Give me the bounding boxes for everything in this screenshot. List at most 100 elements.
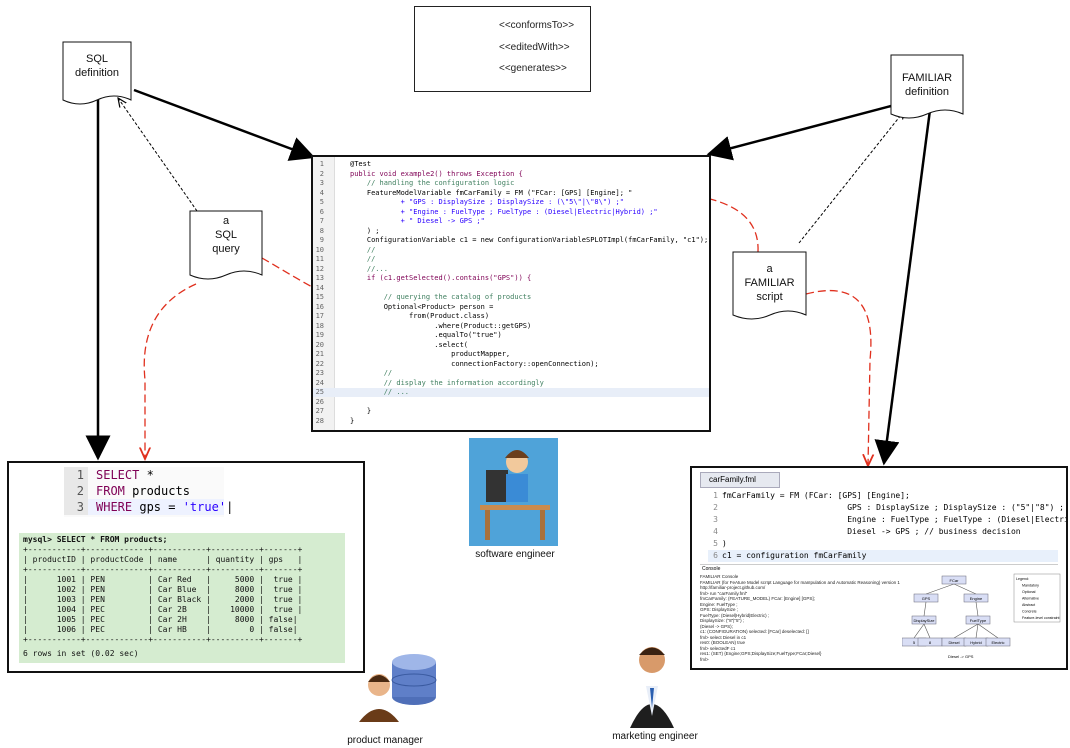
code-line: 4 FeatureModelVariable fmCarFamily = FM … bbox=[319, 188, 633, 197]
sql-query-label: a SQL query bbox=[212, 215, 240, 255]
doc-familiar-script bbox=[732, 251, 807, 320]
tree-legend-item: Mandatory bbox=[1022, 584, 1039, 588]
code-line: 28} bbox=[315, 416, 355, 425]
code-line: 7 + " Diesel -> GPS ;" bbox=[319, 217, 485, 225]
console-line: res1: (SET) {Engine;GPS;DisplaySize;Fuel… bbox=[700, 651, 822, 656]
console-line: FAMILIAR Console bbox=[700, 574, 739, 579]
tree-edge bbox=[923, 623, 931, 639]
tree-legend-item: Alternative bbox=[1022, 597, 1039, 601]
tree-edge bbox=[953, 583, 977, 595]
tree-edge bbox=[913, 623, 925, 639]
legend-editedWith-label: <<editedWith>> bbox=[499, 42, 570, 53]
code-line: 16 Optional<Product> person = bbox=[315, 302, 494, 311]
tree-constraint: Diesel -> GPS bbox=[948, 654, 974, 659]
console-line: (Diesel -> GPS); bbox=[700, 623, 733, 629]
tree-legend-item: Abstract bbox=[1022, 603, 1035, 607]
console-line: fml> select Diesel in c1 bbox=[700, 634, 747, 640]
console-line: Engine: FuelType ; bbox=[700, 601, 738, 607]
tab-carfamily-fml[interactable]: carFamily.fml bbox=[700, 472, 780, 488]
tree-node-label: 5 bbox=[913, 640, 916, 645]
mysql-row: | 1002 | PEN | Car Blue | 8000 | true | bbox=[23, 585, 303, 594]
mysql-prompt: mysql> SELECT * FROM products; bbox=[23, 535, 168, 544]
legend-generates-label: <<generates>> bbox=[499, 63, 567, 74]
code-line: 1@Test bbox=[319, 160, 372, 168]
tree-legend-item: Feature-level constraint bbox=[1022, 616, 1060, 620]
code-line: 19 .equalTo("true") bbox=[315, 331, 502, 339]
code-line: 3 // handling the configuration logic bbox=[319, 179, 515, 187]
tree-node-label: Engine bbox=[970, 596, 983, 601]
tree-edge bbox=[923, 601, 927, 617]
familiar-script-label: a FAMILIAR script bbox=[744, 263, 795, 303]
doc-sql-query bbox=[189, 210, 263, 280]
tree-node bbox=[941, 575, 967, 585]
console-tab[interactable]: Console bbox=[702, 566, 721, 572]
mysql-row: | 1001 | PEN | Car Red | 5000 | true | bbox=[23, 575, 303, 584]
code-line: 23 // bbox=[315, 369, 393, 377]
editor-gutter bbox=[313, 157, 335, 430]
tree-node bbox=[963, 593, 989, 603]
console-line: fmCarFamily: (FEATURE_MODEL) FCar: [Engi… bbox=[700, 596, 815, 601]
code-line: 25 // ... bbox=[313, 388, 709, 397]
arrow-famdef-to-code bbox=[706, 104, 892, 161]
fml-line: 5) bbox=[713, 539, 727, 548]
mysql-border: +-----------+-------------+-----------+-… bbox=[23, 565, 303, 574]
code-line: 21 productMapper, bbox=[315, 350, 511, 358]
tree-legend-item: Legend: bbox=[1016, 577, 1029, 581]
mysql-row: | 1006 | PEC | Car HB | 0 | false| bbox=[23, 625, 298, 634]
arrow-famscript-conforms bbox=[798, 110, 905, 244]
mysql-border: +-----------+-------------+-----------+-… bbox=[23, 545, 303, 554]
code-line: 5 + "GPS : DisplaySize ; DisplaySize : (… bbox=[319, 198, 624, 206]
code-line: 18 .where(Product::getGPS) bbox=[315, 321, 532, 330]
console-line: fml> bbox=[700, 656, 709, 662]
legend-conformsTo-label: <<conformsTo>> bbox=[499, 20, 575, 31]
code-line: 22 connectionFactory::openConnection); bbox=[315, 359, 599, 368]
console-line: fml> selectedF c1 bbox=[700, 645, 736, 651]
console-line: fml> run "carFamily.fml" bbox=[700, 590, 748, 596]
product-manager-caption: product manager bbox=[347, 735, 423, 746]
mysql-result-count: 6 rows in set (0.02 sec) bbox=[23, 649, 139, 658]
console-line: GPS: DisplaySize ; bbox=[700, 607, 739, 612]
mysql-header: | productID | productCode | name | quant… bbox=[23, 555, 303, 564]
code-line: 9 ConfigurationVariable c1 = new Configu… bbox=[319, 236, 709, 244]
tree-node-label: Electric bbox=[991, 640, 1004, 645]
tree-node-label: FuelType bbox=[970, 618, 987, 623]
arrow-famdef-to-fmlpanel bbox=[874, 109, 932, 466]
tree-edge bbox=[953, 623, 979, 639]
tree-node-label: GPS bbox=[922, 596, 931, 601]
code-line: 24 // display the information accordingl… bbox=[315, 378, 544, 387]
tree-node-label: Hybrid bbox=[970, 640, 982, 645]
fml-line: 4 Diesel -> GPS ; // business decision bbox=[713, 527, 1021, 536]
fml-line: 3 Engine : FuelType ; FuelType : (Diesel… bbox=[713, 515, 1068, 524]
doc-sql-definition bbox=[62, 41, 132, 105]
mysql-border: +-----------+-------------+-----------+-… bbox=[23, 635, 303, 644]
arrow-famscript-edited-fmlpanel bbox=[805, 289, 871, 466]
console-line: FAMILIAR (for FeAture Model scrIpt Langu… bbox=[700, 579, 900, 585]
arrow-sqlquery-edited-sqlpanel bbox=[144, 283, 197, 459]
console-divider bbox=[700, 564, 1058, 565]
code-line: 20 .select( bbox=[315, 340, 469, 349]
tree-legend-box bbox=[1013, 573, 1061, 623]
tree-node bbox=[913, 593, 939, 603]
tree-edge bbox=[925, 583, 955, 595]
code-line: 10 // bbox=[315, 245, 376, 254]
tree-node bbox=[985, 637, 1011, 647]
arrow-sqlquery-conforms bbox=[118, 98, 198, 212]
software-engineer-caption: software engineer bbox=[475, 549, 555, 560]
tree-node bbox=[965, 615, 991, 625]
arrow-sqldef-to-code bbox=[133, 88, 316, 161]
code-line: 14 bbox=[315, 283, 324, 292]
code-line: 26 bbox=[315, 397, 324, 406]
